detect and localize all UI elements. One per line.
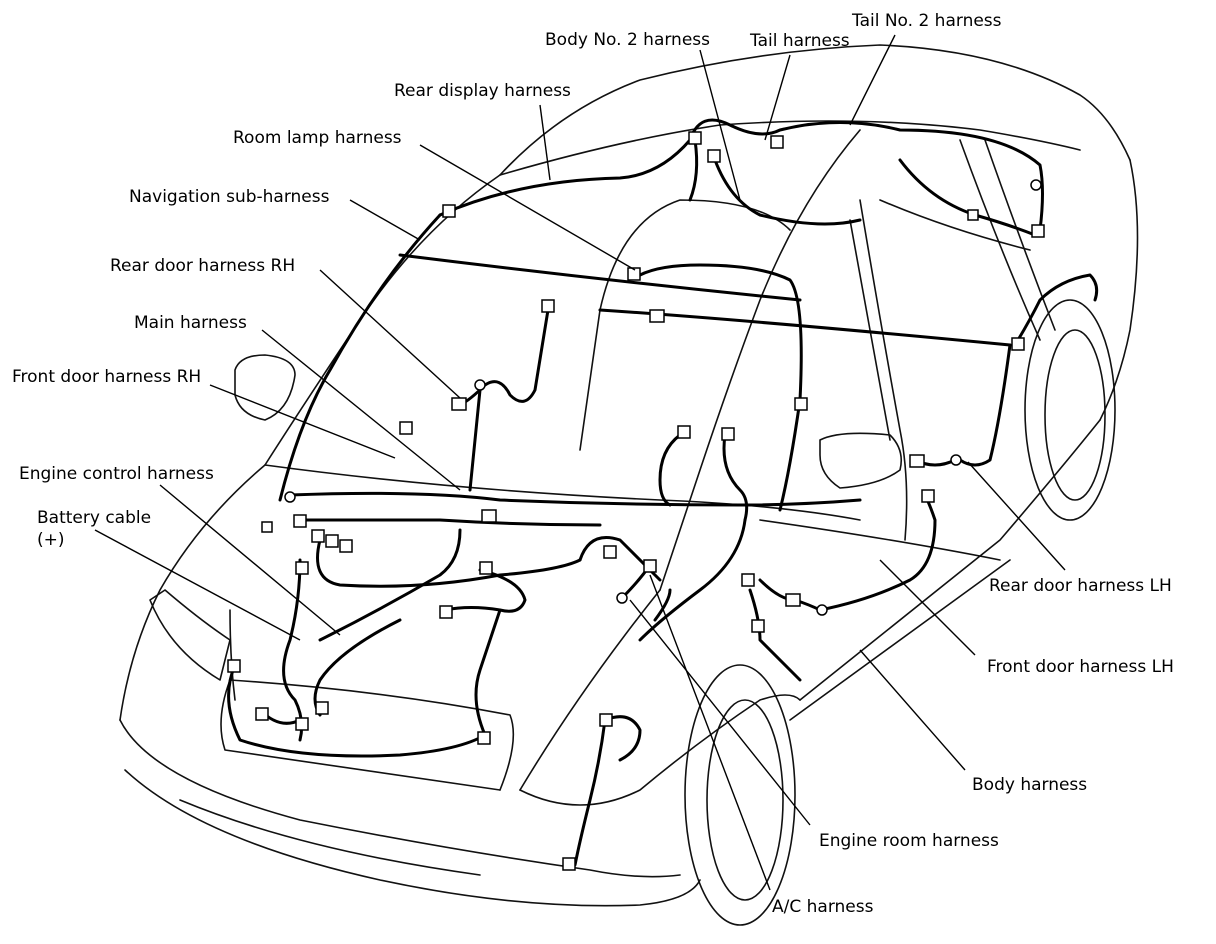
label-tail-no2-harness: Tail No. 2 harness — [852, 11, 1002, 31]
label-main-harness: Main harness — [134, 313, 247, 333]
leader-front-door-lh — [879, 559, 976, 656]
harness-connectors — [227, 131, 1045, 871]
label-engine-control-harness: Engine control harness — [19, 464, 214, 484]
label-rear-door-harness-rh: Rear door harness RH — [110, 256, 296, 276]
label-tail-harness: Tail harness — [750, 31, 850, 51]
label-ac-harness: A/C harness — [772, 897, 874, 917]
leader-body — [859, 649, 966, 771]
leader-tail — [764, 54, 791, 141]
label-rear-display-harness: Rear display harness — [394, 81, 571, 101]
label-front-door-harness-lh: Front door harness LH — [987, 657, 1174, 677]
leader-tail-no2 — [849, 34, 896, 126]
leader-ac — [649, 574, 771, 891]
label-body-harness: Body harness — [972, 775, 1088, 795]
leader-main — [261, 329, 461, 491]
leader-engine-control — [159, 484, 341, 636]
leader-lines — [94, 34, 1066, 891]
label-front-door-harness-rh: Front door harness RH — [12, 367, 202, 387]
leader-rear-display — [539, 104, 551, 181]
label-room-lamp-harness: Room lamp harness — [233, 128, 402, 148]
leader-front-door-rh — [209, 384, 396, 459]
leader-body-no2 — [699, 49, 741, 201]
label-engine-room-harness: Engine room harness — [819, 831, 999, 851]
label-rear-door-harness-lh: Rear door harness LH — [989, 576, 1172, 596]
leader-rear-door-lh — [967, 461, 1066, 571]
leader-battery-cable — [94, 529, 301, 641]
leader-room-lamp — [419, 144, 636, 271]
label-body-no2-harness: Body No. 2 harness — [545, 30, 710, 50]
label-battery-cable: Battery cable — [37, 508, 152, 528]
leader-engine-room — [629, 599, 811, 826]
harness-wiring — [227, 118, 1099, 867]
label-battery-cable-polarity: (+) — [37, 530, 65, 550]
leader-navigation — [349, 199, 421, 241]
label-navigation-sub-harness: Navigation sub-harness — [129, 187, 330, 207]
leader-rear-door-rh — [319, 269, 461, 399]
car-body-outline — [119, 44, 1139, 926]
